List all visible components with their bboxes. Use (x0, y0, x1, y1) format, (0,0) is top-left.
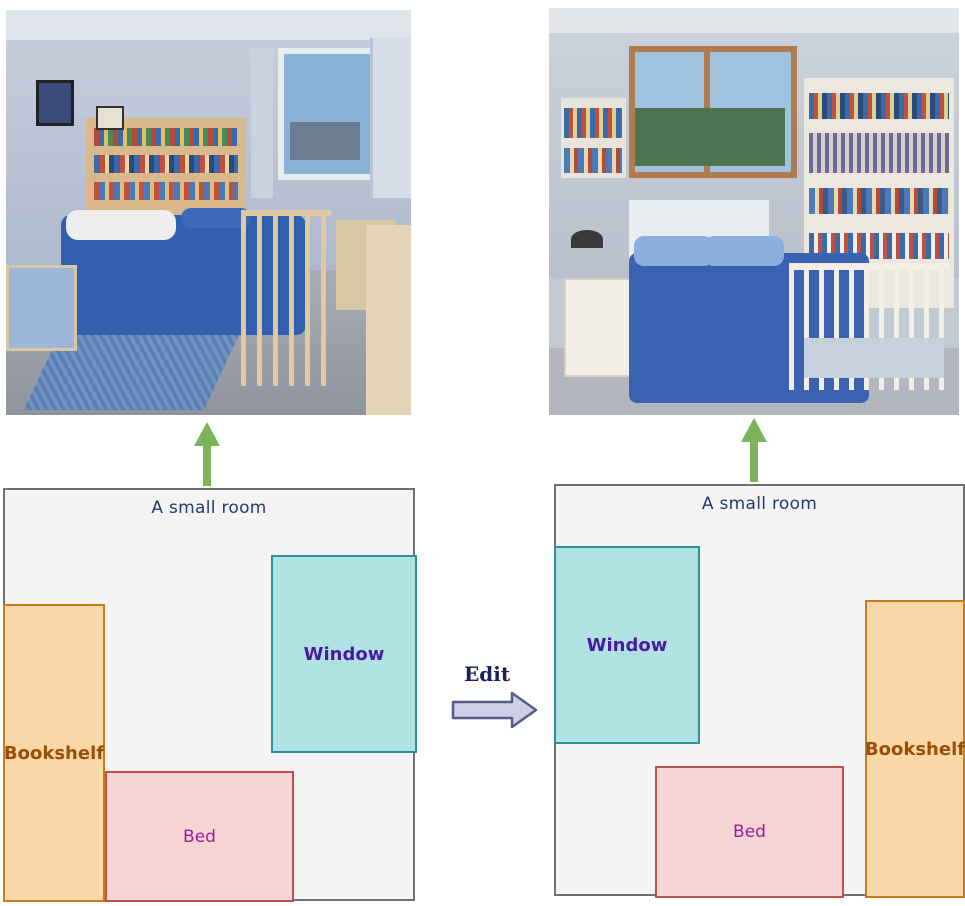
generated-room-image-left (6, 10, 411, 415)
generated-room-image-right (549, 8, 959, 415)
bed-box: Bed (105, 771, 294, 902)
bookshelf-box: Bookshelf (3, 604, 105, 902)
bed-box: Bed (655, 766, 844, 898)
right-generation-arrow (741, 418, 767, 482)
window-label: Window (586, 634, 668, 656)
bed-label: Bed (733, 822, 766, 842)
bookshelf-label: Bookshelf (864, 738, 965, 760)
edit-label: Edit (464, 662, 511, 686)
right-layout-panel: A small room Window Bookshelf Bed (554, 484, 965, 898)
edit-arrow (451, 691, 538, 729)
bookshelf-label: Bookshelf (3, 742, 105, 764)
layout-caption: A small room (701, 494, 818, 514)
window-in-photo (278, 48, 380, 180)
bookshelf-box: Bookshelf (865, 600, 965, 898)
left-generation-arrow (194, 422, 220, 486)
layout-caption: A small room (151, 498, 267, 518)
window-box: Window (271, 555, 417, 753)
bed-label: Bed (183, 826, 216, 847)
window-box: Window (554, 546, 700, 744)
window-label: Window (303, 643, 385, 665)
left-layout-panel: A small room Window Bookshelf Bed (3, 488, 417, 902)
